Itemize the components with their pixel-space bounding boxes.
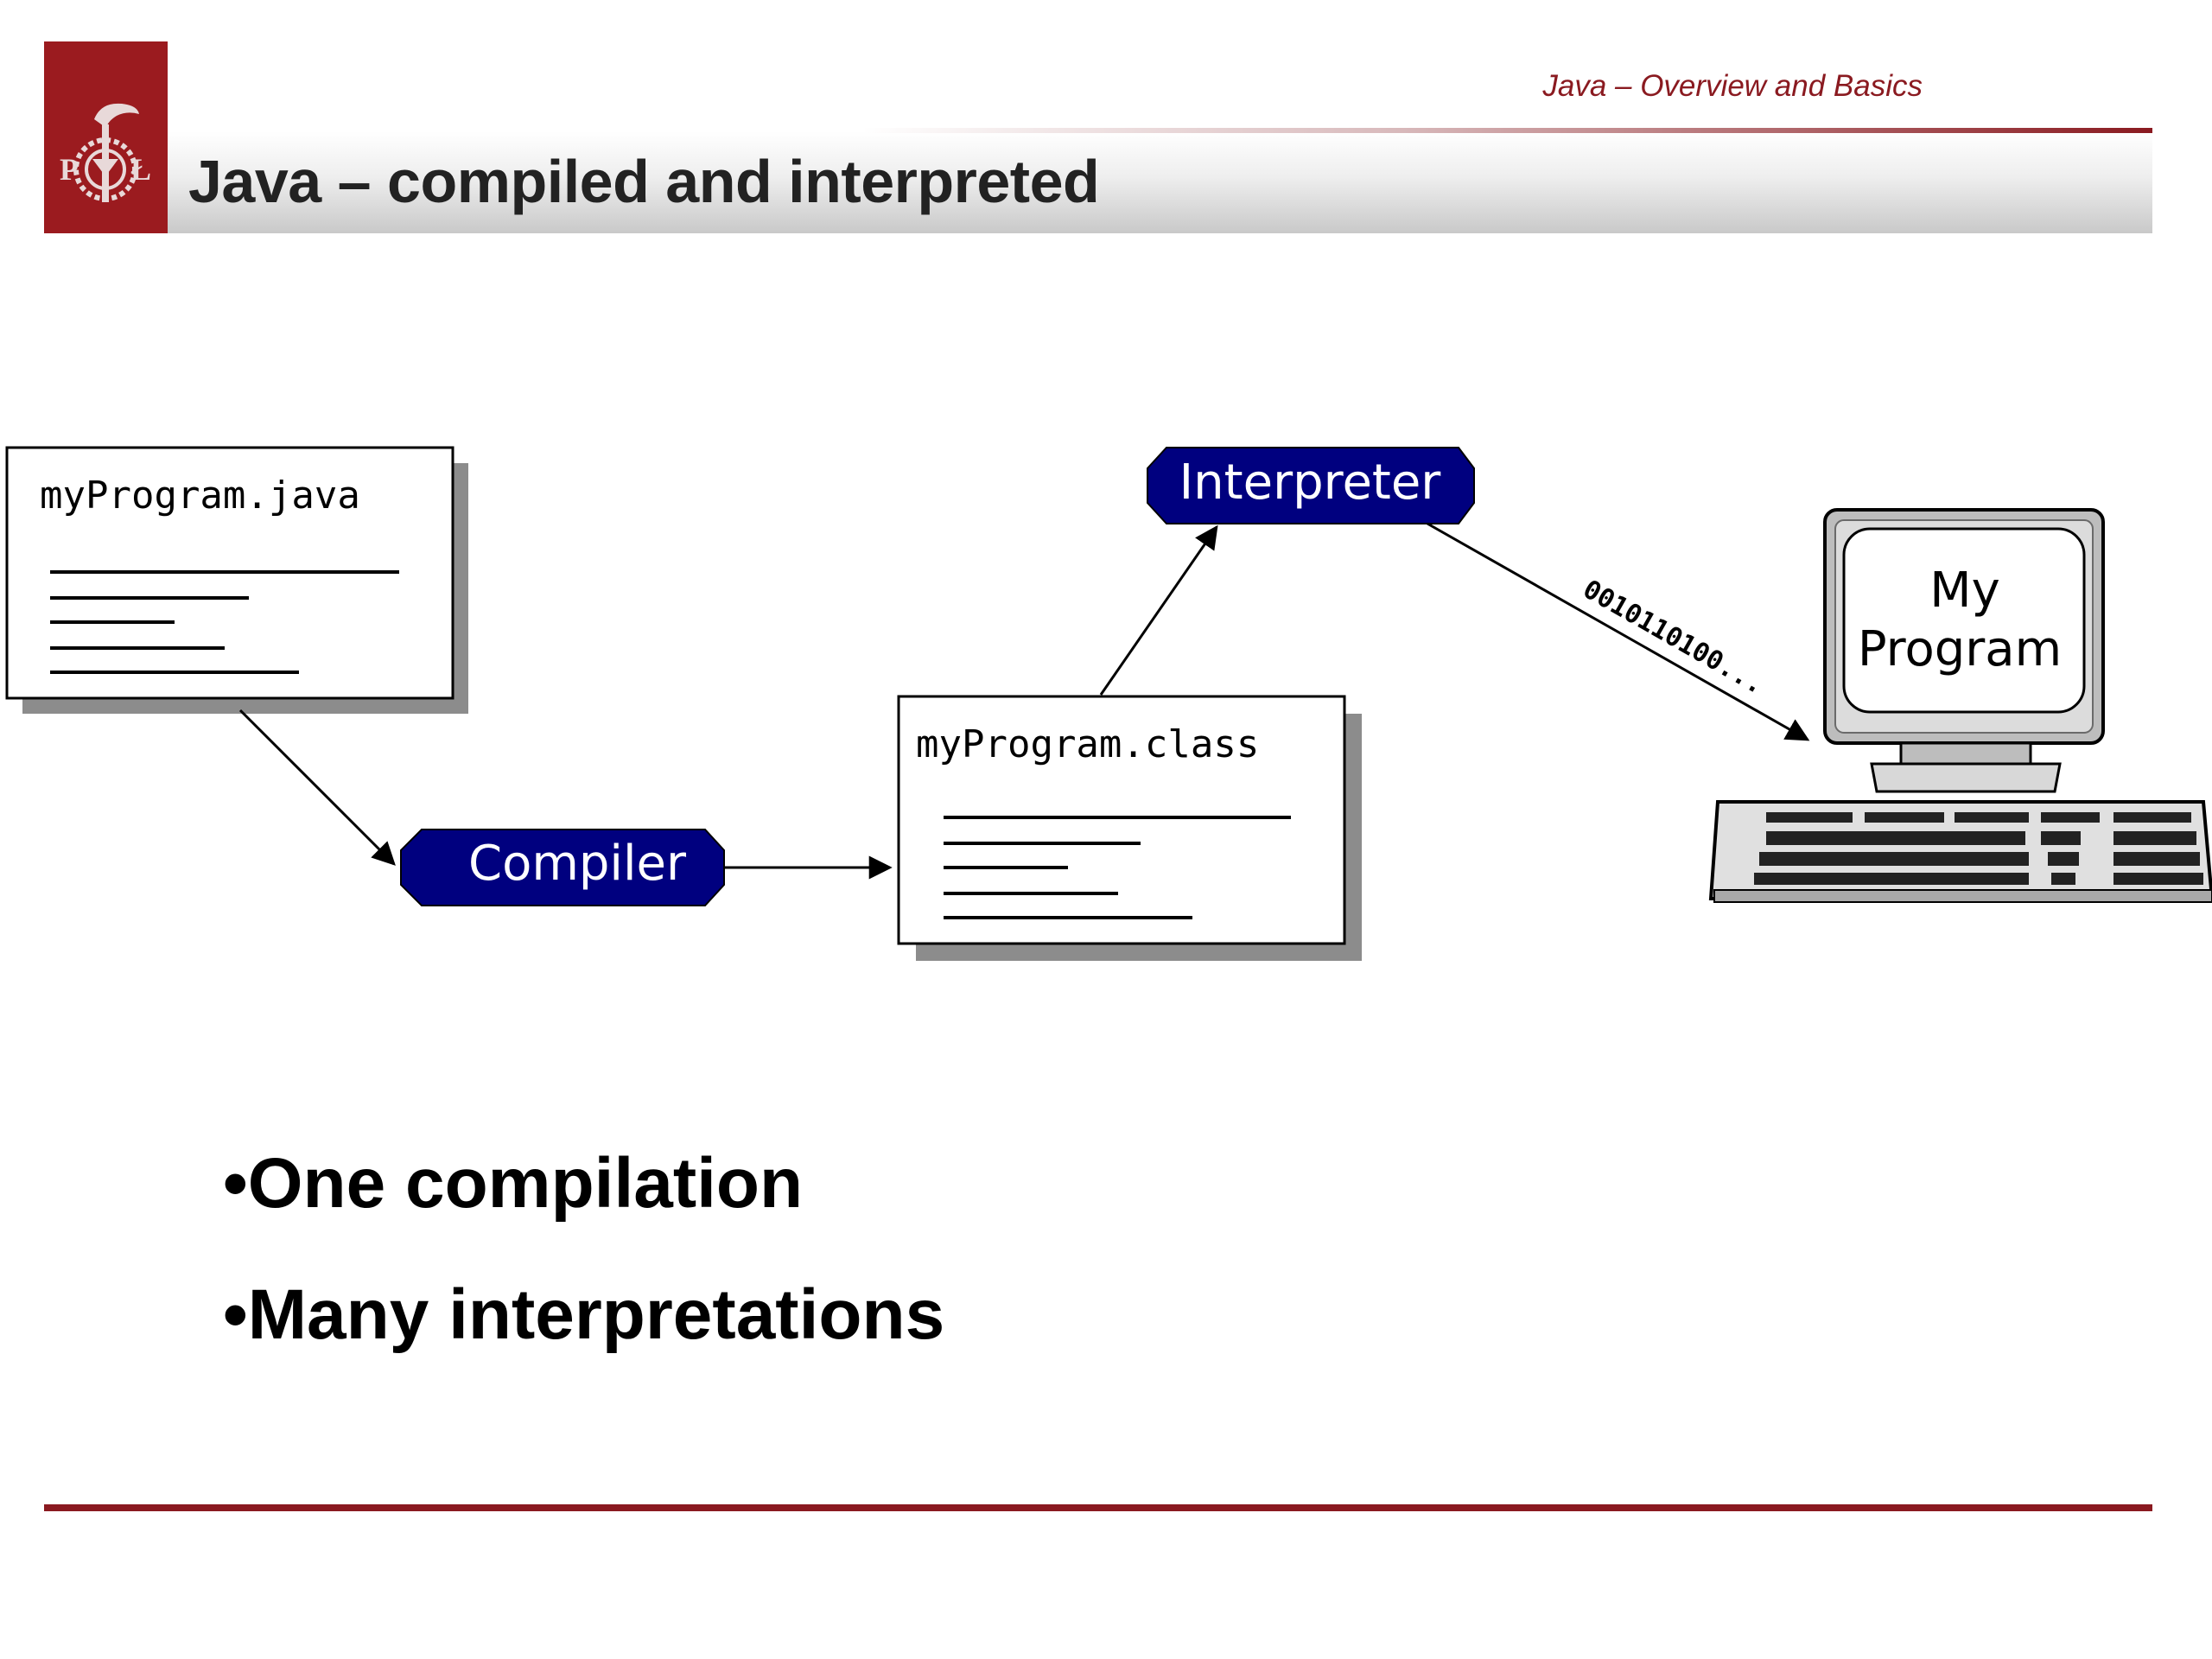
header-rule [168,128,2152,133]
slide-subject: Java – Overview and Basics [1542,69,1923,103]
bullet-item: •One compilation [223,1144,804,1223]
compiler-node: Compiler [400,829,725,906]
monitor-text-line-2: Program [1858,621,2062,677]
keyboard-keys [1754,812,2203,885]
emblem-icon: P Ł [60,103,151,202]
bullet-item: •Many interpretations [223,1275,945,1354]
class-file-name: myProgram.class [916,722,1259,766]
computer-icon: My Program [1708,508,2212,903]
compiler-label: Compiler [468,836,687,892]
bullet-list: •One compilation •Many interpretations [223,1132,944,1395]
arrow-source-to-compiler [238,709,396,866]
slide-title: Java – compiled and interpreted [188,148,1100,215]
logo-letter-p: P [60,152,79,187]
interpreter-label: Interpreter [1179,454,1442,511]
bytecode-lines [944,816,1291,919]
binary-output-label: 0010110100... [1578,575,1769,701]
source-file-name: myProgram.java [40,474,360,518]
university-logo: P Ł [44,41,168,233]
arrow-interpreter-to-computer [1427,522,1810,741]
monitor-text-line-1: My [1929,563,1999,619]
source-code-lines [50,570,399,674]
compile-interpret-diagram: myProgram.java Compiler myProgram.class [0,432,2212,985]
class-file-box: myProgram.class [897,695,1362,961]
source-file-box: myProgram.java [5,446,468,714]
footer-rule [44,1504,2152,1511]
arrow-class-to-interpreter [1099,524,1218,696]
interpreter-node: Interpreter [1147,447,1475,524]
title-bar [168,131,2152,233]
logo-letter-l: Ł [130,152,151,187]
